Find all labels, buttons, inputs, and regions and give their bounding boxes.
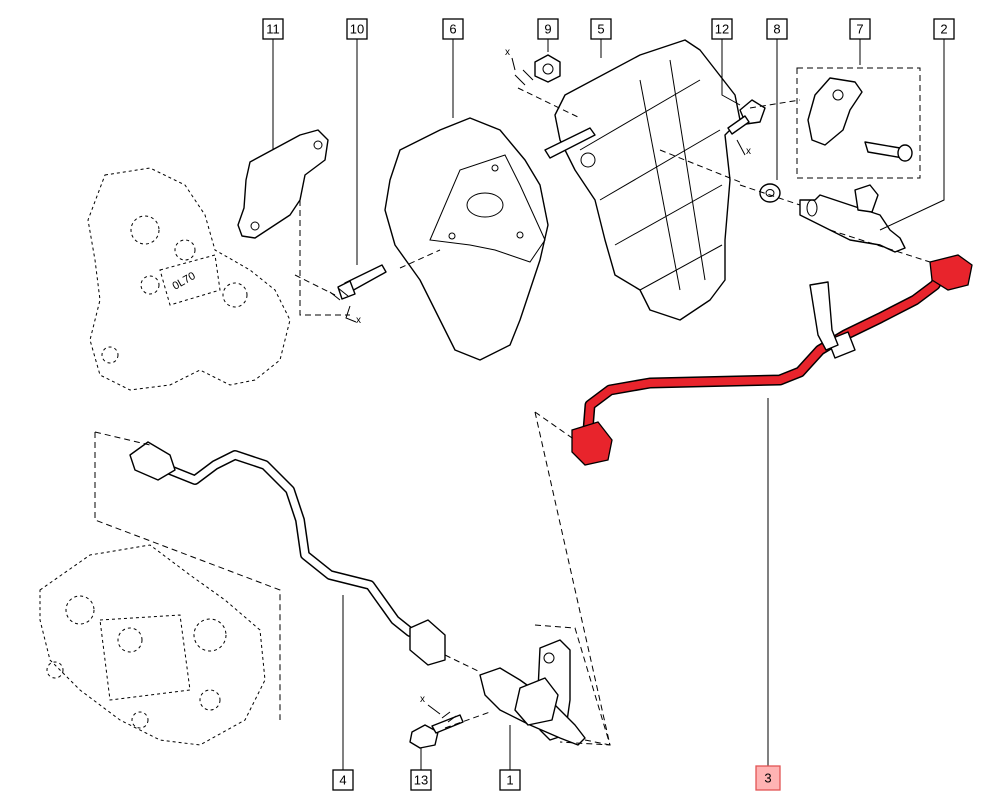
small-bolt: [409, 714, 464, 749]
highlighted-pipe-assembly: [571, 254, 973, 466]
svg-text:0L70: 0L70: [171, 270, 198, 293]
callout-label: 4: [339, 773, 346, 788]
callout-2: 2: [933, 18, 955, 40]
gasket-plate: [237, 129, 329, 239]
connector-valve: [479, 624, 611, 746]
gearbox-ghost: [39, 544, 266, 746]
callout-label: 8: [773, 22, 780, 37]
callout-label: 12: [715, 22, 729, 37]
callout-label: 6: [449, 22, 456, 37]
clamp-group: [796, 67, 921, 179]
dimension-x-label: x: [505, 47, 510, 58]
callout-leaders: [272, 39, 945, 770]
bolt: [727, 99, 766, 135]
callout-label: 5: [597, 22, 604, 37]
callout-6: 6: [442, 18, 464, 40]
washer: [759, 183, 781, 203]
callout-label-highlighted: 3: [764, 771, 771, 786]
pipe: [129, 441, 446, 666]
callout-label: 7: [856, 22, 863, 37]
dimension-x-label: x: [356, 315, 361, 326]
callout-7: 7: [849, 18, 871, 40]
callout-3: 3: [755, 765, 781, 791]
assembly-guides: [94, 87, 931, 746]
callout-10: 10: [346, 18, 368, 40]
heat-shield: [384, 117, 549, 361]
callout-9: 9: [537, 18, 559, 40]
dimension-marks: x x x x: [329, 47, 751, 723]
nut: [534, 54, 561, 83]
callout-1: 1: [499, 769, 521, 791]
dimension-x-label: x: [420, 694, 425, 705]
callout-label: 9: [544, 22, 551, 37]
callout-4: 4: [332, 769, 354, 791]
callout-label: 2: [940, 22, 947, 37]
dimension-x-label: x: [746, 146, 751, 157]
callout-label: 1: [506, 773, 513, 788]
mounting-bracket: [544, 39, 741, 321]
callout-5: 5: [590, 18, 612, 40]
stud: [337, 264, 387, 300]
callout-11: 11: [262, 18, 284, 40]
callout-12: 12: [711, 18, 733, 40]
callout-label: 10: [350, 22, 364, 37]
callout-label: 11: [266, 22, 280, 37]
callout-13: 13: [410, 769, 432, 791]
callout-label: 13: [414, 773, 428, 788]
pressure-sensor: [799, 184, 906, 253]
callout-8: 8: [766, 18, 788, 40]
